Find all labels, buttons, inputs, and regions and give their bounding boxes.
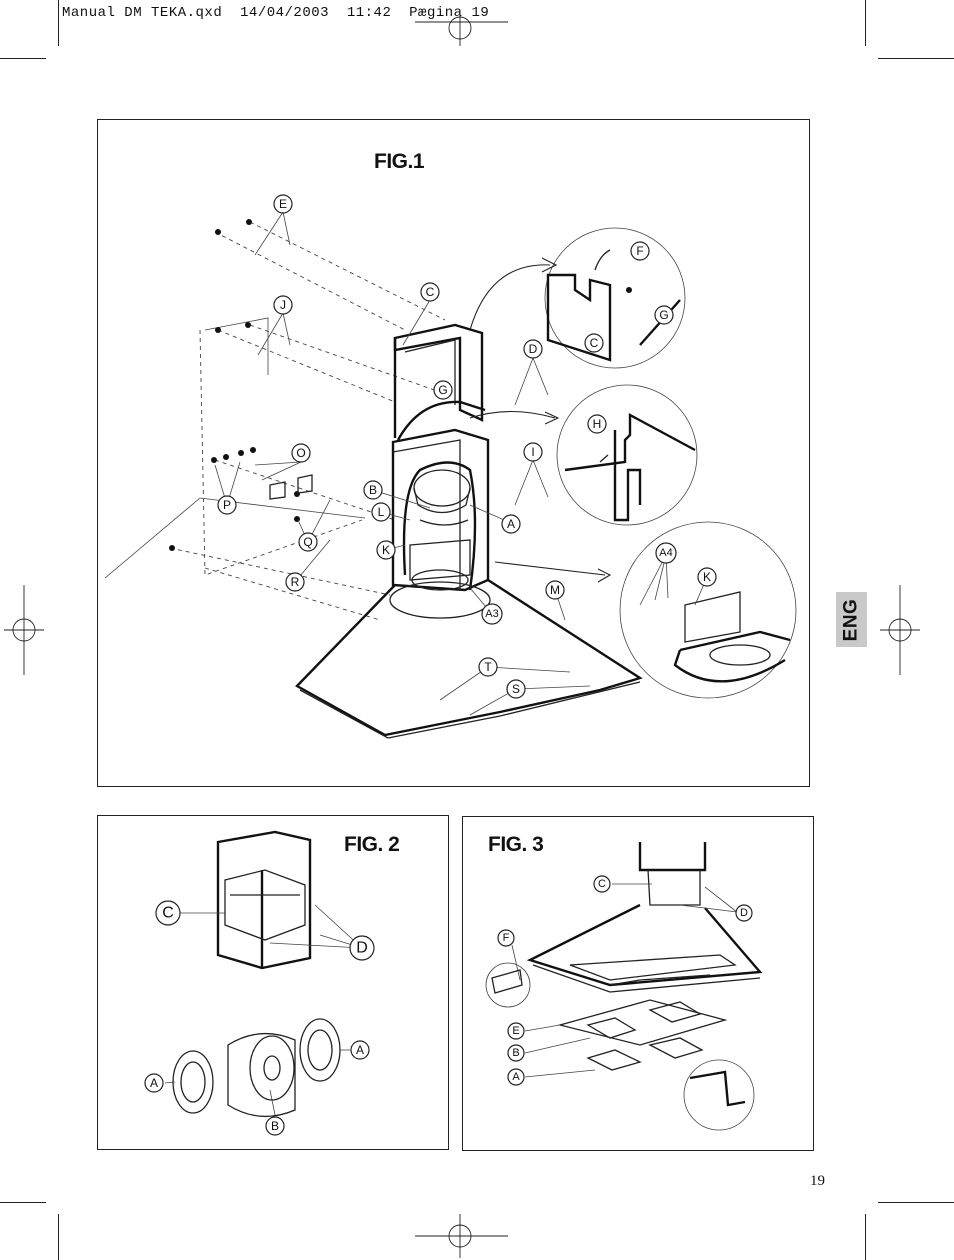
- svg-text:C: C: [598, 878, 606, 890]
- language-tab: ENG: [836, 592, 867, 647]
- svg-text:B: B: [271, 1119, 279, 1133]
- svg-text:K: K: [382, 543, 390, 557]
- figure-3-title: FIG. 3: [488, 833, 544, 856]
- label-M: M: [545, 580, 565, 600]
- label-B: B: [363, 480, 383, 500]
- label-A-left-fig2: A: [144, 1073, 164, 1093]
- label-P: P: [217, 495, 237, 515]
- label-E: E: [273, 194, 293, 214]
- svg-text:D: D: [529, 342, 538, 356]
- label-A-right-fig2: A: [350, 1040, 370, 1060]
- svg-text:D: D: [740, 907, 748, 919]
- svg-text:O: O: [296, 446, 305, 460]
- label-H: H: [587, 414, 607, 434]
- label-D-fig3: D: [735, 904, 753, 922]
- label-G: G: [654, 305, 674, 325]
- fig1-chimney-lower: [391, 428, 490, 592]
- svg-text:T: T: [484, 660, 492, 674]
- label-B-fig3: B: [507, 1044, 525, 1062]
- svg-text:G: G: [438, 383, 447, 397]
- label-J: J: [273, 295, 293, 315]
- fig1-arrows: [469, 257, 612, 583]
- label-F: F: [630, 241, 650, 261]
- svg-text:A: A: [356, 1043, 364, 1057]
- label-O: O: [291, 443, 311, 463]
- svg-text:M: M: [550, 583, 560, 597]
- printer-slug: Manual DM TEKA.qxd 14/04/2003 11:42 Pægi…: [62, 5, 490, 21]
- page-number: 19: [810, 1173, 825, 1189]
- fig1-detail-circles: [544, 227, 797, 699]
- svg-text:C: C: [162, 905, 174, 922]
- fig2-fan-assembly: [164, 1018, 350, 1118]
- label-D: D: [523, 339, 543, 359]
- svg-text:A3: A3: [485, 608, 498, 620]
- label-T: T: [478, 657, 498, 677]
- svg-text:C: C: [590, 336, 599, 350]
- svg-text:E: E: [279, 197, 287, 211]
- label-E-fig3: E: [507, 1022, 525, 1040]
- label-A-fig3: A: [507, 1068, 525, 1086]
- svg-text:I: I: [531, 445, 534, 459]
- fig3-hood: [526, 842, 763, 993]
- svg-text:D: D: [356, 940, 368, 957]
- label-G2: G: [433, 380, 453, 400]
- fig2-chimney-detail: [180, 830, 363, 970]
- label-K2: K: [697, 567, 717, 587]
- label-F-fig3: F: [497, 929, 515, 947]
- label-S: S: [506, 679, 526, 699]
- svg-text:E: E: [512, 1025, 519, 1037]
- svg-text:P: P: [223, 498, 231, 512]
- fig1-hood-canopy: [295, 578, 643, 739]
- label-C-fig3: C: [593, 875, 611, 893]
- label-A3: A3: [481, 603, 503, 625]
- svg-text:G: G: [659, 308, 668, 322]
- svg-text:A: A: [512, 1071, 520, 1083]
- svg-text:S: S: [512, 682, 520, 696]
- label-B-fig2: B: [265, 1116, 285, 1136]
- svg-text:R: R: [291, 575, 300, 589]
- fig1-screws: [169, 219, 300, 551]
- label-C: C: [420, 282, 440, 302]
- figure-1-title: FIG.1: [374, 150, 425, 173]
- svg-text:C: C: [426, 285, 435, 299]
- label-K: K: [376, 540, 396, 560]
- svg-text:A4: A4: [659, 547, 672, 559]
- figure-2-frame: [97, 815, 449, 1150]
- fig1-brackets-o: [269, 474, 313, 500]
- fig1-leader-lines: [214, 211, 591, 716]
- fig2-labels: C D A A B: [144, 900, 375, 1136]
- label-I: I: [523, 442, 543, 462]
- svg-text:K: K: [703, 570, 711, 584]
- svg-text:F: F: [503, 932, 510, 944]
- svg-text:A: A: [150, 1076, 158, 1090]
- figure-2-title: FIG. 2: [344, 833, 400, 856]
- label-Q: Q: [298, 532, 318, 552]
- svg-text:Q: Q: [303, 535, 312, 549]
- label-D-fig2: D: [349, 935, 375, 961]
- label-R: R: [285, 572, 305, 592]
- svg-text:J: J: [280, 298, 286, 312]
- label-L: L: [371, 502, 391, 522]
- label-A: A: [501, 514, 521, 534]
- fig3-filters: [485, 944, 755, 1131]
- svg-text:H: H: [593, 417, 602, 431]
- svg-text:A: A: [507, 517, 515, 531]
- svg-text:L: L: [378, 505, 385, 519]
- svg-text:B: B: [512, 1047, 519, 1059]
- fig1-labels: E F G C J D G C H O I B L P A K Q A4 K M…: [217, 194, 717, 699]
- fig1-chimney-upper: [393, 323, 486, 441]
- language-tab-label: ENG: [840, 598, 862, 641]
- fig3-labels: C D F E B A: [497, 875, 753, 1086]
- label-C-fig2: C: [155, 900, 181, 926]
- svg-text:B: B: [369, 483, 377, 497]
- label-A4: A4: [655, 542, 677, 564]
- svg-text:F: F: [636, 244, 643, 258]
- label-C2: C: [584, 333, 604, 353]
